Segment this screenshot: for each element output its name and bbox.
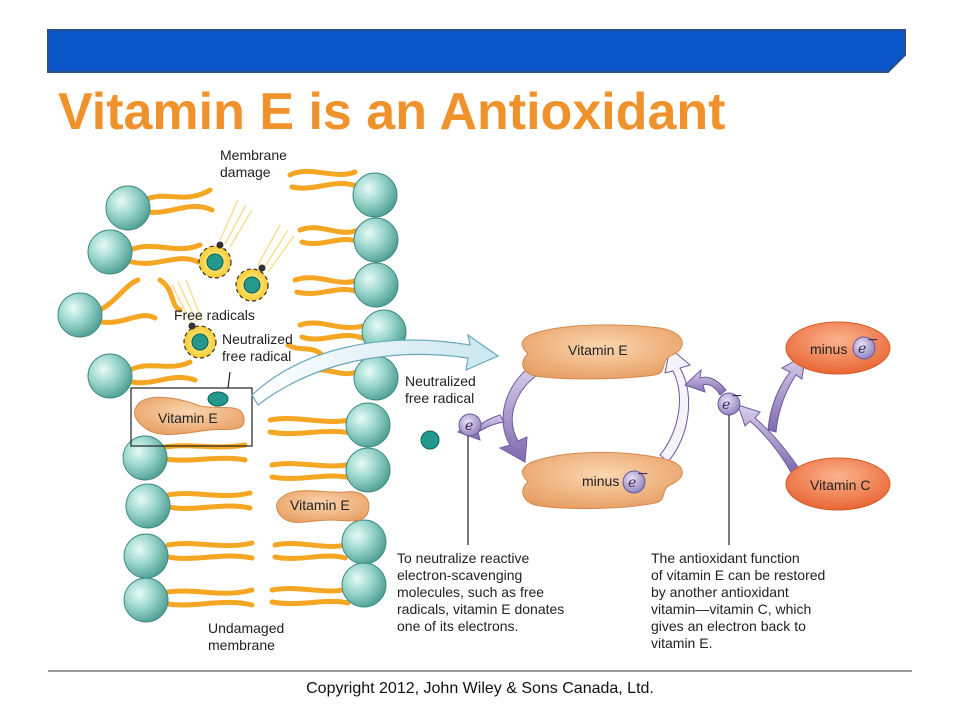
free-radical bbox=[235, 264, 269, 302]
svg-text:minus: minus bbox=[810, 341, 847, 357]
top-banner bbox=[47, 29, 906, 73]
footer-divider bbox=[48, 670, 912, 672]
svg-text:e: e bbox=[858, 341, 866, 357]
phospholipid-heads bbox=[57, 172, 407, 623]
vitamin-c-minus-electron: minus e − bbox=[785, 321, 891, 375]
zoom-arrow bbox=[251, 333, 500, 406]
caption-right: The antioxidant function of vitamin E ca… bbox=[651, 550, 829, 651]
copyright-text: Copyright 2012, John Wiley & Sons Canada… bbox=[306, 680, 654, 697]
free-radical bbox=[198, 241, 232, 279]
svg-text:−: − bbox=[637, 466, 649, 482]
neutralized-radical-dot bbox=[420, 430, 440, 450]
svg-text:Vitamin E: Vitamin E bbox=[290, 497, 350, 513]
svg-text:Vitamin E: Vitamin E bbox=[158, 410, 218, 426]
slide-title: Vitamin E is an Antioxidant bbox=[58, 83, 726, 141]
membrane-damage-label: Membrane damage bbox=[220, 147, 291, 180]
neutralized-free-radical bbox=[183, 322, 217, 359]
cycle-vitamin-e: Vitamin E bbox=[521, 324, 683, 380]
free-radicals bbox=[171, 199, 295, 359]
vitamin-c: Vitamin C bbox=[785, 457, 891, 511]
undamaged-membrane-label: Undamaged membrane bbox=[208, 620, 288, 653]
svg-text:e: e bbox=[628, 475, 636, 491]
vitamin-e-molecule-membrane: Vitamin E bbox=[276, 490, 370, 523]
svg-text:−: − bbox=[867, 332, 879, 348]
free-radicals-label: Free radicals bbox=[174, 307, 255, 323]
svg-text:Vitamin E: Vitamin E bbox=[568, 342, 628, 358]
neutralized-free-radical-label: Neutralized free radical bbox=[222, 331, 297, 364]
donated-electron: e bbox=[458, 413, 482, 437]
zoom-box bbox=[130, 387, 253, 447]
svg-text:−: − bbox=[731, 388, 743, 404]
svg-text:minus: minus bbox=[582, 473, 619, 489]
vitamin-e-molecule-box: Vitamin E bbox=[134, 391, 245, 435]
neutralized-free-radical-right-label: Neutralized free radical bbox=[405, 373, 480, 406]
cycle-vitamin-e-minus-electron: minus e − bbox=[522, 451, 683, 510]
svg-text:e: e bbox=[722, 397, 730, 413]
caption-left: To neutralize reactive electron-scavengi… bbox=[397, 550, 568, 634]
svg-text:Vitamin C: Vitamin C bbox=[810, 477, 870, 493]
svg-text:e: e bbox=[465, 418, 473, 434]
